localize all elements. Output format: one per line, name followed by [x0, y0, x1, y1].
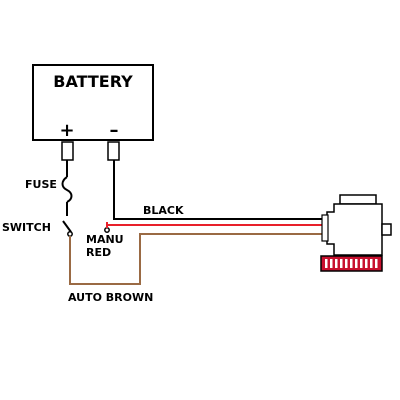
pump-grille-slot — [345, 259, 348, 268]
manu-label: MANU — [86, 233, 124, 246]
pump-grille-slot — [365, 259, 368, 268]
pump-grille-slot — [370, 259, 373, 268]
pump-grille-slot — [355, 259, 358, 268]
battery-box — [32, 64, 154, 141]
switch-label: SWITCH — [2, 221, 51, 234]
battery-label: BATTERY — [53, 72, 133, 91]
pump-grille-slot — [360, 259, 363, 268]
pump-grille-slot — [325, 259, 328, 268]
battery-positive-terminal — [61, 141, 74, 161]
switch-common-contact — [67, 231, 73, 237]
brown-wire — [69, 233, 322, 285]
red-label: RED — [86, 246, 111, 259]
switch-lever — [62, 220, 72, 233]
battery-negative-terminal — [107, 141, 120, 161]
bilge-pump — [320, 194, 392, 272]
fuse-label: FUSE — [25, 178, 57, 191]
pump-outlet — [381, 223, 392, 236]
black-wire-label: BLACK — [143, 204, 184, 217]
pump-grille-slot — [375, 259, 378, 268]
battery-negative-label: – — [110, 120, 119, 141]
positive-feed — [61, 160, 73, 216]
black-wire — [113, 160, 322, 220]
battery-positive-label: + — [59, 120, 74, 141]
fuse-symbol — [61, 176, 73, 203]
pump-housing — [326, 203, 383, 256]
pump-grille-slot — [335, 259, 338, 268]
battery: BATTERY + – — [32, 64, 154, 161]
pump-top-cap — [339, 194, 377, 205]
pump-wire-entry — [321, 214, 329, 242]
switch-manual-contact — [104, 227, 110, 233]
pump-base-grille — [325, 259, 378, 268]
auto-brown-label: AUTO BROWN — [68, 291, 153, 304]
pump-grille-slot — [340, 259, 343, 268]
pump-grille-slot — [330, 259, 333, 268]
pump-grille-slot — [350, 259, 353, 268]
